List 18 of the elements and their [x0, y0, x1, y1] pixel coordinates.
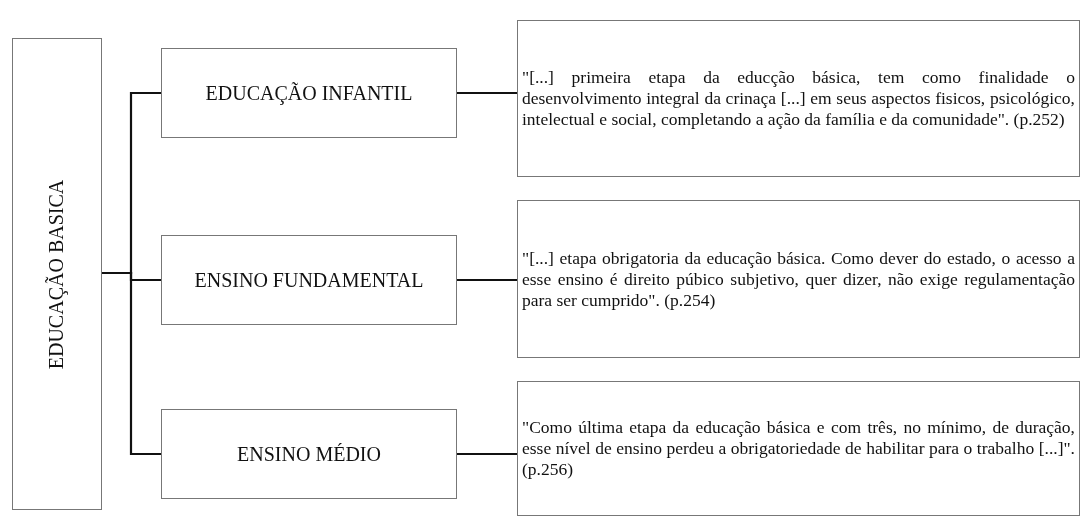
- connector-line: [102, 271, 161, 456]
- stage-label: ENSINO MÉDIO: [237, 442, 381, 466]
- stage-box: [161, 235, 457, 325]
- stage-box: [161, 409, 457, 499]
- quote-box: [517, 20, 1080, 177]
- connector-line: [457, 91, 517, 95]
- stage-label: EDUCAÇÃO INFANTIL: [205, 81, 413, 105]
- connector-line: [457, 452, 517, 456]
- quote-text: "[...] primeira etapa da educção básica, tem como finalidade o desenvolvimento integral da crinaça [...] em seus aspectos fisicos, psicológico, intelectual e social, completando a ação da família e da comunidade". (p.252): [521, 67, 1076, 130]
- quote-text: "[...] etapa obrigatoria da educação básica. Como dever do estado, o acesso a esse ensino é direito púbico subjetivo, quer dizer, não exige regulamentação para ser cumprido". (p.254): [521, 247, 1076, 311]
- connector-line: [457, 278, 517, 282]
- quote-text: "Como última etapa da educação básica e com três, no mínimo, de duração, esse nível de ensino perdeu a obrigatoriedade de habilitar para o trabalho [...]". (p.256): [521, 417, 1076, 480]
- quote-box: [517, 381, 1080, 516]
- stage-box: [161, 48, 457, 138]
- stage-label: ENSINO FUNDAMENTAL: [194, 268, 424, 292]
- category-label: EDUCAÇÃO BASICA: [45, 179, 69, 369]
- category-box: [12, 38, 102, 510]
- quote-box: [517, 200, 1080, 358]
